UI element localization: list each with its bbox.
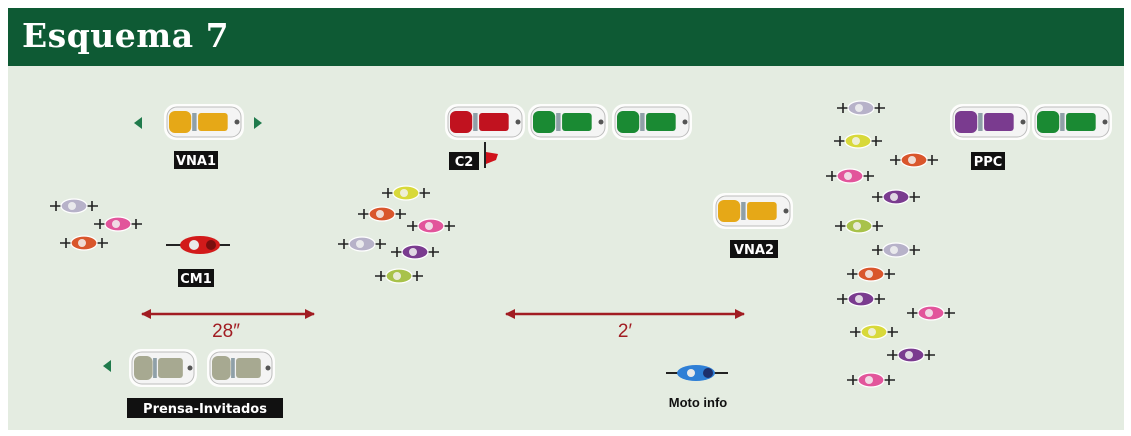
direction-arrow-left-icon	[134, 117, 142, 129]
scheme-title: Esquema 7	[22, 16, 230, 55]
rider-icon	[835, 218, 883, 234]
prensa-label: Prensa-Invitados	[127, 398, 283, 418]
rider-icon	[60, 235, 108, 251]
rider-icon	[837, 100, 885, 116]
direction-arrow-right-icon	[254, 117, 262, 129]
press-car	[129, 349, 197, 387]
gap-label-28: 28″	[212, 321, 240, 342]
ppc-label-text: PPC	[974, 155, 1003, 170]
c2-car	[445, 104, 525, 140]
vna2-label-text: VNA2	[734, 243, 774, 258]
rider-icon	[826, 168, 874, 184]
rider-icon	[391, 244, 439, 260]
rider-icon	[382, 185, 430, 201]
vna1-car	[164, 104, 244, 140]
rider-icon	[94, 216, 142, 232]
cm1-label-text: CM1	[180, 272, 212, 287]
c2-label-text: C2	[455, 155, 474, 170]
rider-icon	[358, 206, 406, 222]
c2-label: C2	[449, 152, 479, 170]
moto-info-label: Moto info	[669, 395, 728, 410]
vna1-label-text: VNA1	[176, 154, 216, 169]
rider-icon	[375, 268, 423, 284]
team-car-green	[1032, 104, 1112, 140]
ppc-car	[950, 104, 1030, 140]
rider-icon	[872, 189, 920, 205]
team-car-green	[528, 104, 608, 140]
rider-icon	[890, 152, 938, 168]
rider-icon	[837, 291, 885, 307]
red-flag-icon	[484, 142, 498, 168]
guest-car	[207, 349, 275, 387]
team-car-green	[612, 104, 692, 140]
race-diagram: VNA1 C2 PPC	[50, 100, 1112, 418]
rider-icon	[50, 198, 98, 214]
rider-icon	[847, 266, 895, 282]
gap-label-2: 2′	[618, 321, 633, 342]
vna1-label: VNA1	[174, 151, 218, 169]
vna2-label: VNA2	[730, 240, 778, 258]
diagram-canvas: VNA1 C2 PPC	[8, 66, 1124, 430]
cm1-label: CM1	[178, 269, 214, 287]
rider-icon	[847, 372, 895, 388]
direction-arrow-left-icon	[103, 360, 111, 372]
header-bar: Esquema 7	[8, 8, 1124, 66]
rider-icon	[338, 236, 386, 252]
rider-icon	[872, 242, 920, 258]
rider-icon	[407, 218, 455, 234]
rider-icon	[850, 324, 898, 340]
rider-icon	[887, 347, 935, 363]
riders-group	[50, 100, 955, 388]
vna2-car	[713, 193, 793, 229]
prensa-label-text: Prensa-Invitados	[143, 402, 267, 417]
moto-info-motorbike-icon	[666, 365, 728, 381]
rider-icon	[907, 305, 955, 321]
ppc-label: PPC	[971, 152, 1005, 170]
rider-icon	[834, 133, 882, 149]
cm1-motorbike-icon	[166, 236, 230, 254]
